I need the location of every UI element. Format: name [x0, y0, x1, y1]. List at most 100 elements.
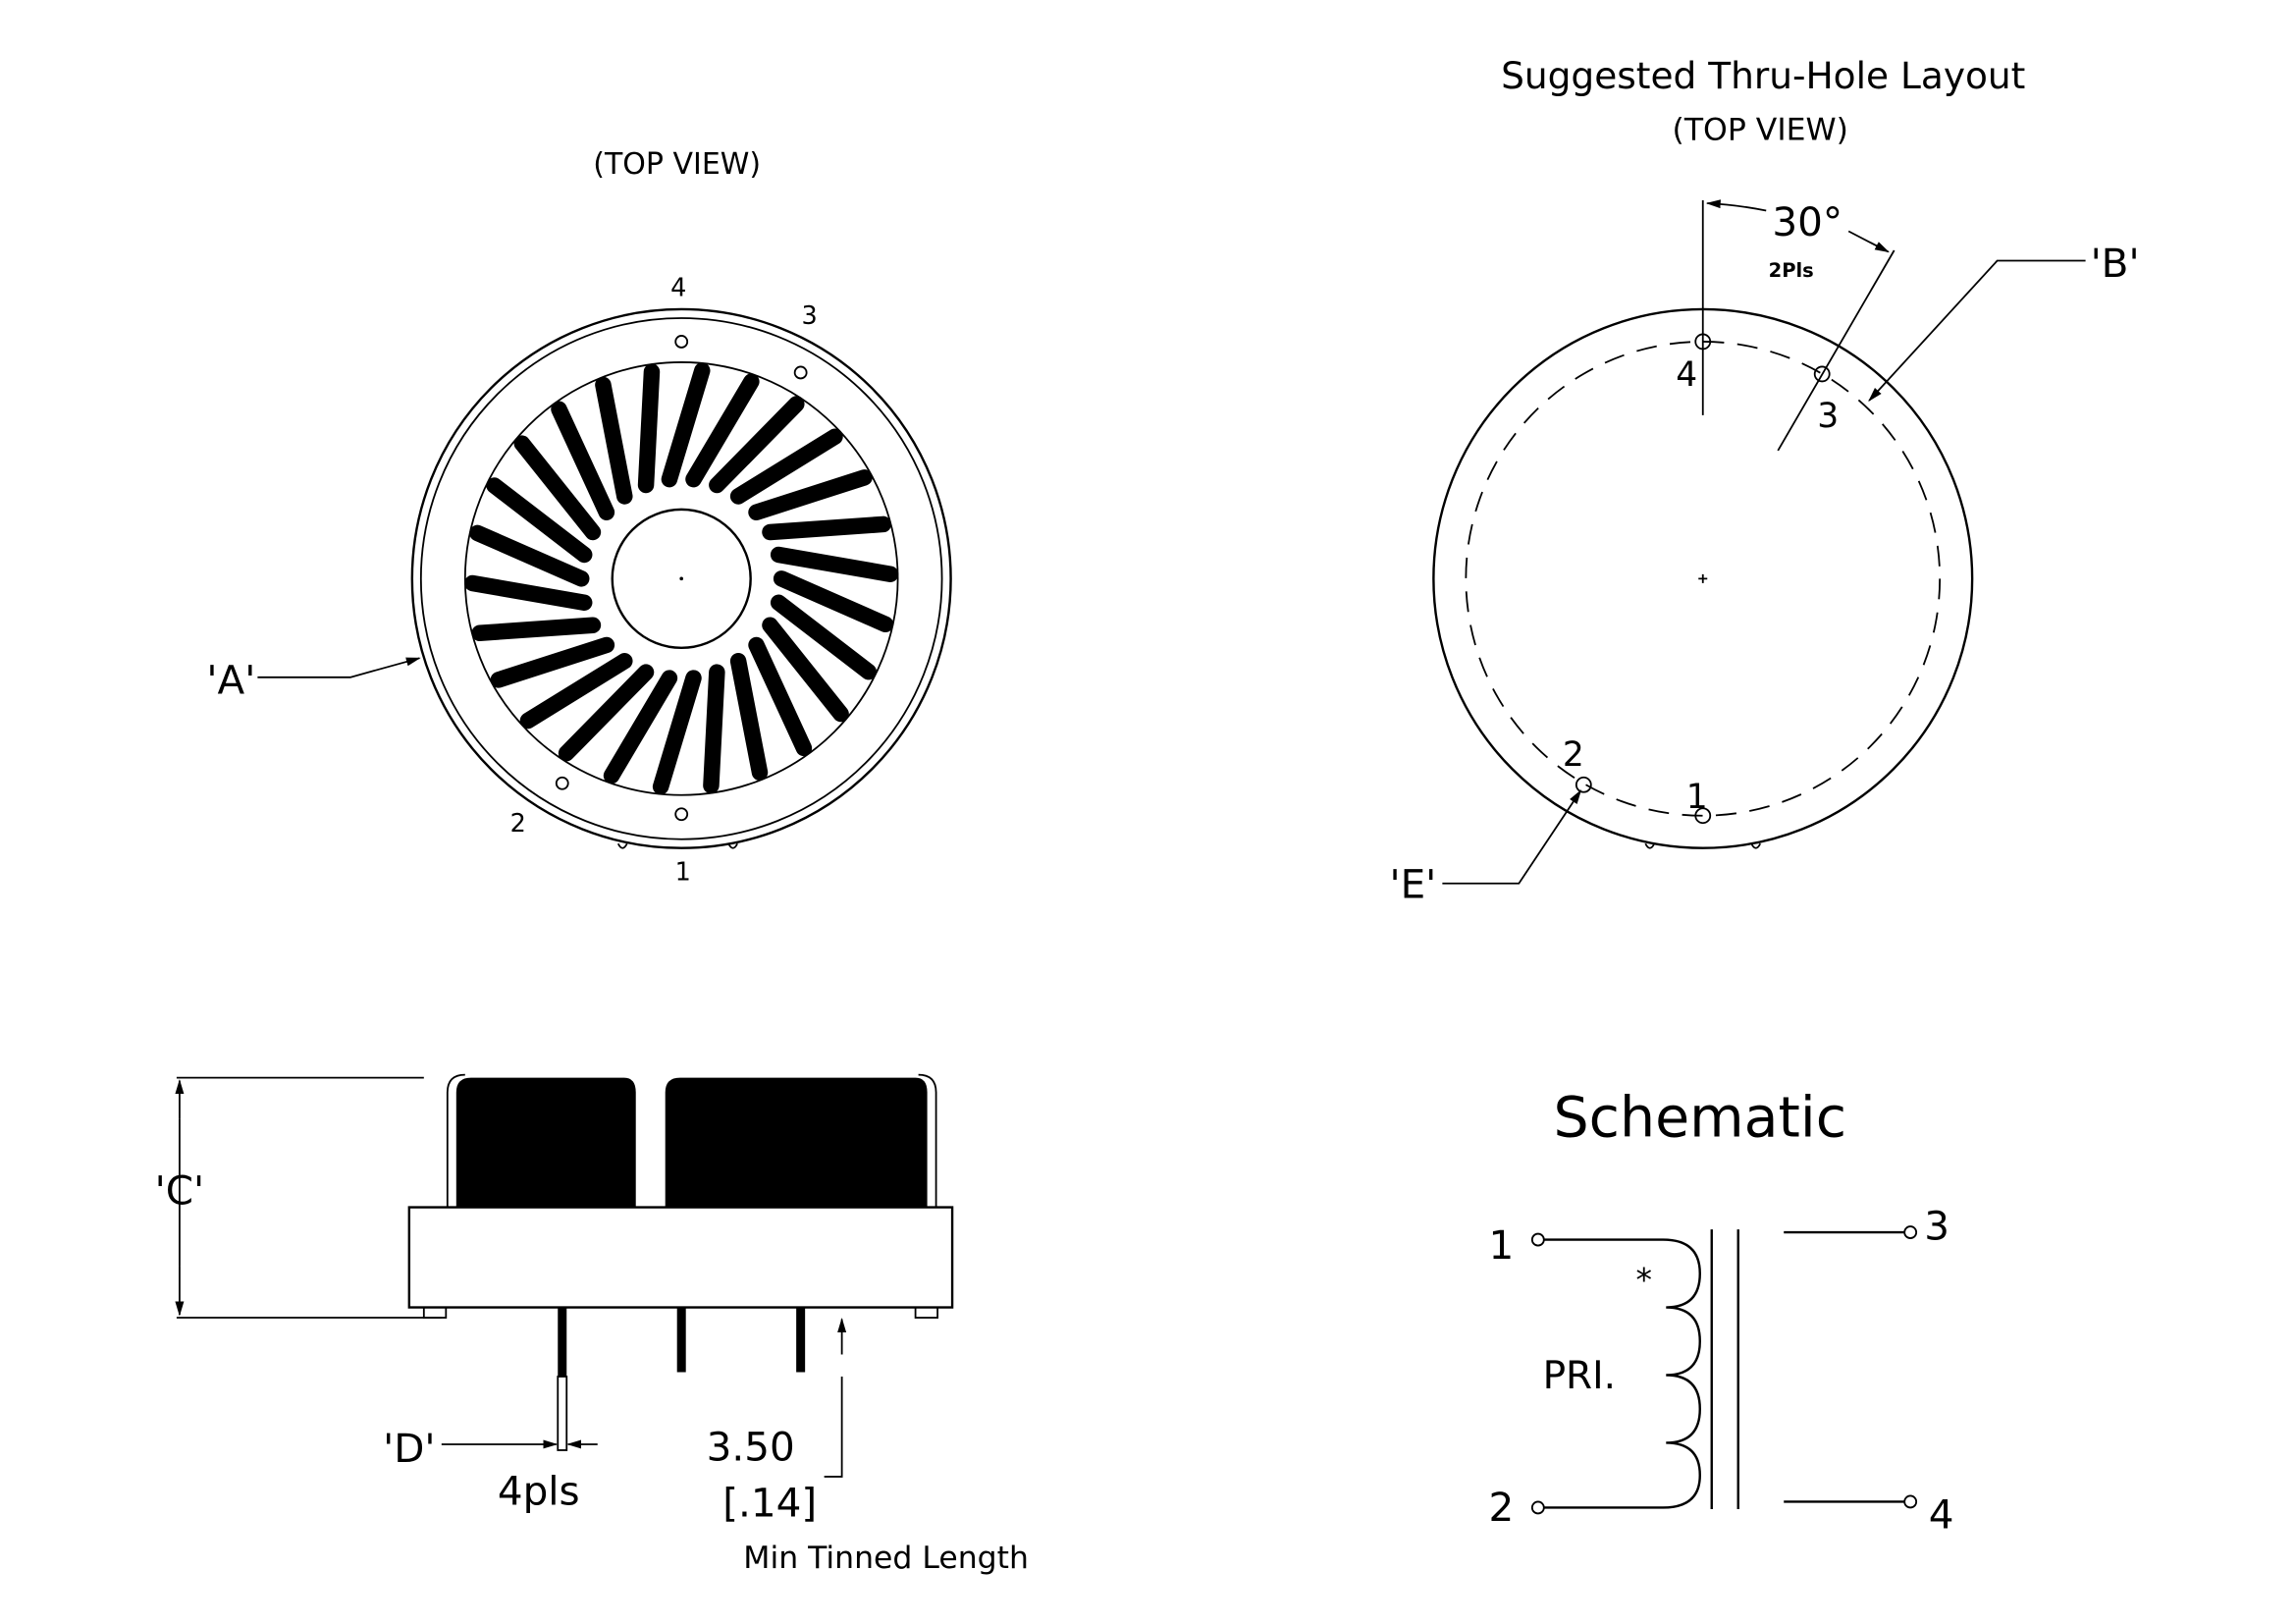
dim-in: [.14]	[722, 1479, 817, 1526]
hole-label-4: 4	[1676, 355, 1697, 395]
winding-turn	[748, 469, 873, 520]
callout-b-leader	[1868, 259, 2086, 403]
foot-marks	[616, 842, 738, 849]
center-mark	[679, 576, 684, 581]
winding-turn	[729, 428, 843, 505]
hole-label-1: 1	[1686, 778, 1708, 817]
pin-3	[796, 1307, 806, 1373]
winding-turn	[762, 617, 849, 723]
winding-turn	[652, 670, 702, 795]
winding-left	[455, 1077, 636, 1208]
layout-subtitle: (TOP VIEW)	[1673, 113, 1848, 148]
hole-2	[1575, 776, 1592, 793]
winding-turn	[486, 477, 593, 564]
outer-case-circle	[410, 307, 952, 849]
winding-turn	[471, 617, 602, 642]
pin-hole-2	[555, 776, 569, 790]
pin-circle-dashed	[1465, 341, 1942, 817]
transformer-core	[1710, 1229, 1739, 1509]
center-hole	[611, 508, 752, 650]
winding-turn	[770, 594, 878, 680]
top-view-title: (TOP VIEW)	[593, 147, 761, 182]
angle-value: 30°	[1772, 198, 1842, 245]
pin-label-1: 1	[675, 858, 691, 888]
winding-turn	[703, 664, 725, 794]
winding-turn	[551, 401, 615, 520]
polarity-dot: *	[1636, 1261, 1652, 1299]
layout-view: Suggested Thru-Hole Layout (TOP VIEW) 30…	[1389, 54, 2139, 908]
winding-label: PRI.	[1543, 1354, 1616, 1398]
secondary-leads	[1784, 1230, 1905, 1503]
winding-turn	[770, 546, 899, 582]
base-body	[407, 1206, 954, 1309]
schematic: Schematic 1 2 3 4 * PRI.	[1488, 1086, 1953, 1539]
top-view: (TOP VIEW) 1 2 3 4 'A'	[206, 147, 952, 888]
terminal-label-1: 1	[1488, 1221, 1514, 1269]
c-extension-lines	[176, 1076, 442, 1319]
angle-note: 2Pls	[1769, 259, 1814, 282]
hole-label-3: 3	[1817, 397, 1839, 436]
side-view: 'C' 'D' 4pls 3.50 [.14] Min Tinned Lengt…	[155, 1073, 1029, 1576]
winding-right	[665, 1077, 928, 1208]
hole-label-2: 2	[1563, 735, 1584, 775]
center-cross	[1698, 573, 1708, 583]
pin-1	[558, 1307, 567, 1378]
pin-label-4: 4	[670, 273, 686, 302]
winding-turn	[661, 362, 711, 488]
angle-arrow-right	[1847, 230, 1891, 253]
terminal-2	[1530, 1500, 1545, 1515]
dim-mm: 3.50	[707, 1423, 795, 1470]
winding-turn	[603, 670, 678, 785]
hole-4	[1694, 333, 1712, 351]
winding-turn	[729, 653, 769, 781]
winding-turn	[558, 664, 655, 762]
callout-a-leader	[257, 657, 421, 678]
winding-turn	[709, 396, 805, 494]
winding-turn	[637, 363, 661, 494]
callout-e: 'E'	[1389, 861, 1436, 908]
pin-1-tinned	[557, 1376, 568, 1451]
callout-c: 'C'	[155, 1167, 205, 1215]
tinned-dim-leader	[824, 1377, 843, 1478]
foot-left	[422, 1306, 448, 1319]
primary-coil	[1543, 1238, 1701, 1509]
callout-a: 'A'	[206, 656, 255, 703]
d-note: 4pls	[498, 1467, 580, 1514]
terminal-label-3: 3	[1924, 1203, 1949, 1250]
winding-turn	[762, 515, 892, 541]
pin-hole-3	[793, 365, 808, 380]
case-rim-circle	[419, 317, 943, 840]
winding-turn	[595, 376, 633, 505]
foot-right	[914, 1306, 938, 1319]
winding-turn	[490, 636, 615, 688]
angle-line	[1777, 249, 1896, 452]
foot-marks	[1644, 842, 1762, 849]
pin-label-2: 2	[510, 809, 526, 839]
pin-label-3: 3	[802, 301, 818, 331]
callout-e-leader	[1442, 789, 1582, 885]
bobbin-circle	[463, 361, 899, 796]
schematic-title: Schematic	[1553, 1086, 1846, 1151]
winding-turn	[685, 373, 760, 488]
callout-b: 'B'	[2091, 240, 2140, 287]
pin-2	[676, 1307, 686, 1373]
pin-hole-1	[674, 807, 689, 822]
terminal-3	[1903, 1225, 1918, 1239]
layout-title: Suggested Thru-Hole Layout	[1501, 54, 2025, 97]
winding-turn	[519, 653, 633, 730]
angle-arrow-left	[1705, 199, 1767, 212]
terminal-4	[1903, 1494, 1918, 1509]
dim-label: Min Tinned Length	[743, 1541, 1029, 1576]
callout-d: 'D'	[383, 1425, 435, 1472]
hole-3	[1813, 365, 1831, 383]
winding-turn	[748, 636, 813, 757]
hole-1	[1694, 807, 1712, 825]
winding-turn	[773, 570, 894, 633]
winding-turn	[469, 524, 590, 587]
terminal-label-2: 2	[1488, 1484, 1514, 1531]
terminal-label-4: 4	[1929, 1490, 1954, 1538]
winding-outline	[446, 1073, 937, 1208]
winding-turn	[513, 435, 602, 541]
winding-turn	[464, 574, 593, 611]
